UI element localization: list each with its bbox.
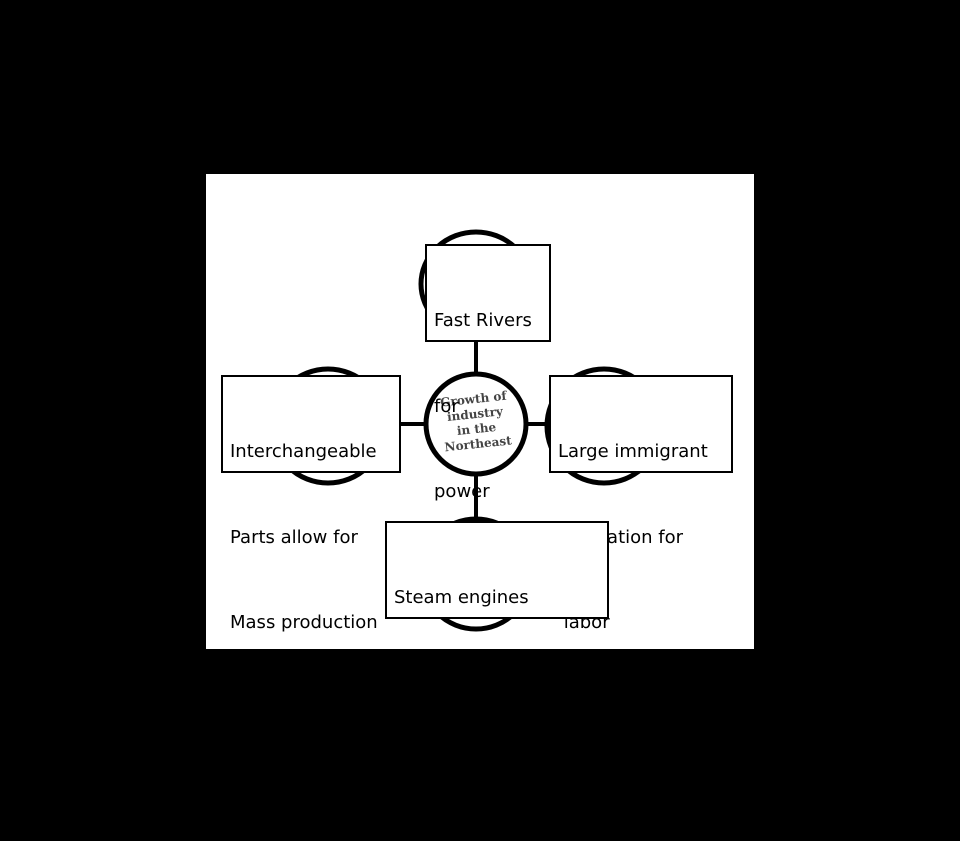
box-bottom: Steam engines Allow for factories in Mor…	[385, 521, 609, 779]
box-left: Interchangeable Parts allow for Mass pro…	[221, 375, 401, 633]
box-bottom-line-3: More places	[394, 758, 503, 779]
box-right: Large immigrant Population for labor	[549, 375, 733, 633]
center-circle	[423, 371, 529, 477]
box-bottom-line-2: Allow for factories in	[394, 672, 579, 694]
box-top-line-2: for	[434, 395, 459, 417]
box-top-line-3: power	[434, 481, 490, 502]
diagram-panel: Growth of industry in the Northeast Fast…	[206, 174, 754, 779]
box-right-line-1: Large immigrant	[558, 441, 708, 462]
box-left-line-1: Interchangeable	[230, 441, 377, 462]
box-top: Fast Rivers for power	[425, 244, 551, 502]
box-top-line-1: Fast Rivers	[434, 310, 532, 331]
box-left-line-2: Parts allow for	[230, 526, 358, 548]
box-bottom-line-1: Steam engines	[394, 587, 529, 608]
box-left-line-3: Mass production	[230, 612, 378, 633]
